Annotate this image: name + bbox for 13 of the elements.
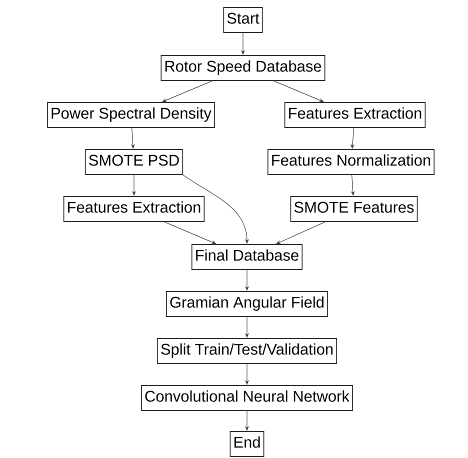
process-box: Rotor Speed Database [160, 55, 326, 81]
process-box: Features Normalization [267, 149, 435, 175]
process-box: Start [223, 7, 263, 33]
process-box: Gramian Angular Field [166, 291, 328, 317]
process-box: Features Extraction [63, 196, 205, 222]
process-box: SMOTE Features [290, 196, 418, 222]
process-box: End [230, 431, 264, 457]
process-box: Convolutional Neural Network [141, 385, 353, 411]
process-box: Final Database [191, 244, 303, 270]
process-box: Split Train/Test/Validation [156, 338, 338, 364]
process-box: Power Spectral Density [47, 102, 215, 128]
process-box: Features Extraction [284, 102, 426, 128]
process-box: SMOTE PSD [84, 149, 184, 175]
